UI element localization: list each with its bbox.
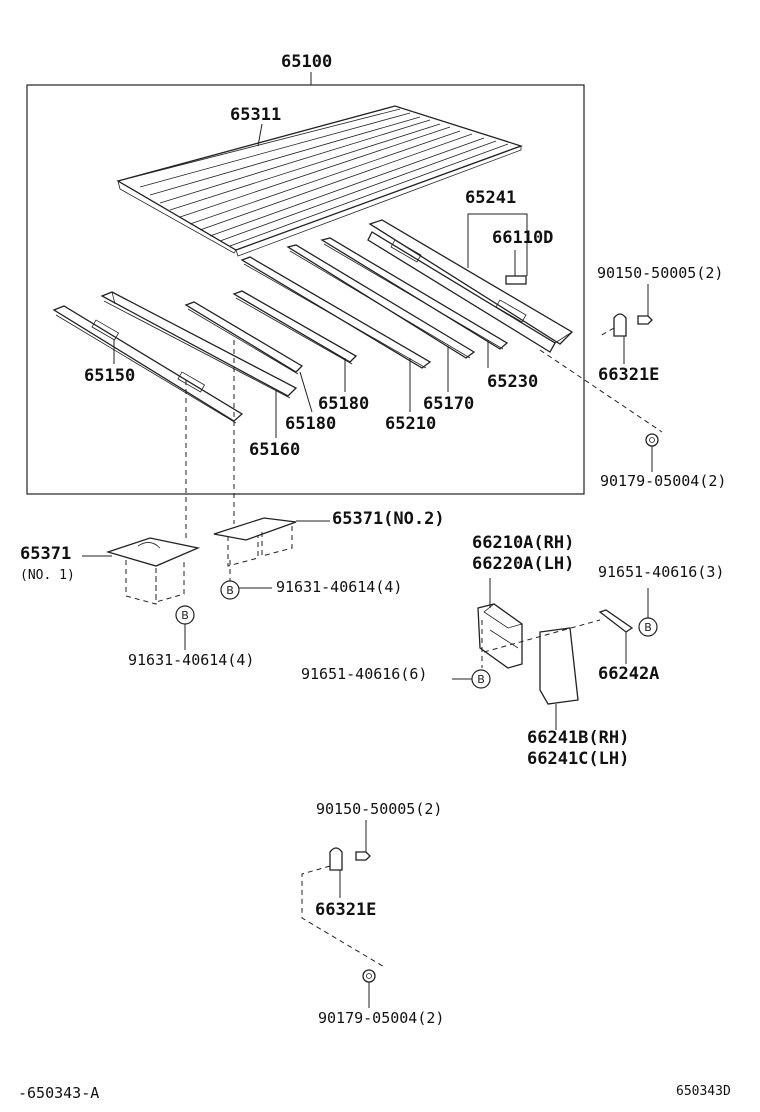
footer-left-code: -650343-A: [18, 1084, 100, 1102]
label-65311: 65311: [230, 105, 282, 125]
bracket-66210A: [477, 603, 523, 669]
nut-90179-bottom: [362, 969, 376, 983]
dash-rail-to-nut: [539, 349, 663, 433]
label-65241: 65241: [465, 188, 517, 208]
crossmember-65180-a: [232, 290, 358, 365]
label-65210: 65210: [385, 414, 437, 434]
crossmember-65160: [100, 291, 298, 399]
bolt-marker-1-text: B: [181, 609, 189, 622]
label-66220A: 66220A(LH): [472, 554, 575, 574]
crossmember-65210: [240, 256, 432, 369]
label-65180-b: 65180: [285, 414, 337, 434]
label-65170: 65170: [423, 394, 475, 414]
label-90179-top: 90179-05004(2): [600, 472, 727, 490]
label-91631-bottom: 91631-40614(4): [128, 651, 255, 669]
label-66242A: 66242A: [598, 664, 660, 684]
label-65100: 65100: [281, 52, 333, 72]
plate-66242A: [598, 609, 634, 633]
mudflap-66241: [539, 627, 579, 705]
nut-90179-top: [645, 433, 659, 447]
label-90150-top: 90150-50005(2): [597, 264, 724, 282]
bolt-marker-1: B: [175, 605, 195, 625]
label-65160: 65160: [249, 440, 301, 460]
assembly-frame: [26, 84, 585, 495]
label-65150: 65150: [84, 366, 136, 386]
label-91651-6: 91651-40616(6): [301, 665, 428, 683]
bracket-65371-no2: [213, 517, 297, 567]
label-91631-right: 91631-40614(4): [276, 578, 403, 596]
screw-90150-bottom: [355, 851, 371, 861]
bolt-marker-2: B: [220, 580, 240, 600]
crossmember-65230: [320, 237, 509, 350]
bolt-marker-2-text: B: [226, 584, 234, 597]
dash-bottom-cap: [301, 865, 387, 969]
screw-90150-top: [637, 315, 653, 325]
crossmember-65180-b: [184, 301, 304, 375]
crossmember-65170: [286, 244, 476, 359]
bolt-marker-4: B: [638, 617, 658, 637]
cap-66321E-top: [599, 313, 627, 337]
cap-66321E-bottom: [329, 847, 343, 871]
label-91651-3: 91651-40616(3): [598, 563, 725, 581]
leader-65180-b: [299, 371, 313, 413]
label-90179-bottom: 90179-05004(2): [318, 1009, 445, 1027]
bolt-marker-3: B: [471, 669, 491, 689]
floor-panel-65311: [116, 105, 524, 257]
label-65230: 65230: [487, 372, 539, 392]
bolt-marker-3-text: B: [477, 673, 485, 686]
footer-right-code: 650343D: [676, 1084, 731, 1099]
label-65371-no1-sub: (NO. 1): [20, 568, 75, 583]
bolt-marker-4-text: B: [644, 621, 652, 634]
label-65371-no2: 65371(NO.2): [332, 509, 445, 529]
label-66210A: 66210A(RH): [472, 533, 575, 553]
bracket-66110D: [505, 275, 527, 285]
label-66241B: 66241B(RH): [527, 728, 630, 748]
leader-65311: [257, 123, 263, 147]
bracket-65371-no1: [105, 537, 201, 605]
crossmember-65150: [52, 305, 244, 424]
label-66241C: 66241C(LH): [527, 749, 630, 769]
label-66110D: 66110D: [492, 228, 554, 248]
side-rail-65241: [367, 219, 574, 353]
label-65371-no1: 65371: [20, 544, 72, 564]
leader-65241: [467, 213, 528, 276]
label-90150-bottom: 90150-50005(2): [316, 800, 443, 818]
dash-plate-to-mudflap: [483, 619, 601, 653]
label-66321E-bottom: 66321E: [315, 900, 377, 920]
label-65180-a: 65180: [318, 394, 370, 414]
label-66321E-top: 66321E: [598, 365, 660, 385]
